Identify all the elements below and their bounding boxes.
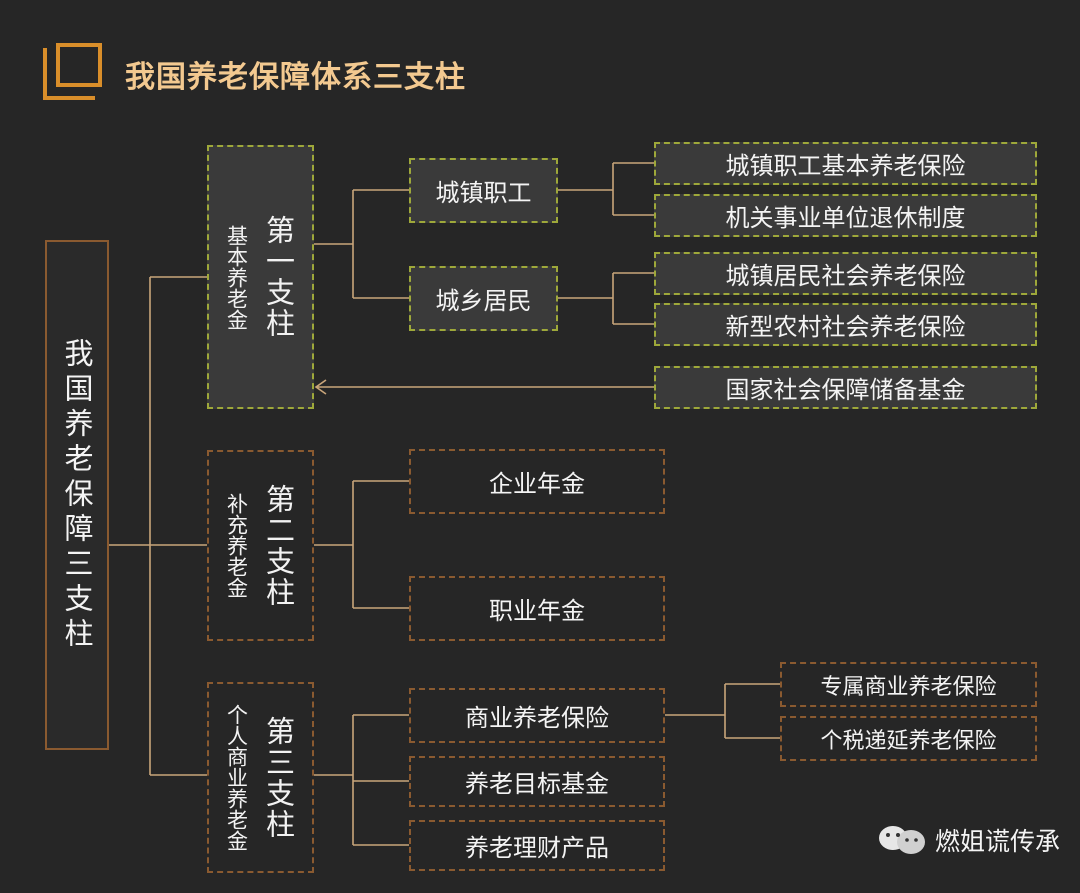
pillar1-item: 机关事业单位退休制度 — [654, 194, 1037, 237]
watermark: 燃姐谎传承 — [875, 822, 1060, 858]
pillar3-item: 商业养老保险 — [409, 688, 665, 743]
pillar3-item: 养老理财产品 — [409, 820, 665, 871]
pillar3-sub-item: 个税递延养老保险 — [780, 716, 1037, 761]
page-title: 我国养老保障体系三支柱 — [125, 60, 466, 95]
pillar2-item: 企业年金 — [409, 449, 665, 514]
pillar-3-name: 第三支柱 — [261, 715, 296, 840]
pillar-1-sub: 基本养老金 — [224, 224, 249, 330]
pillar2-item: 职业年金 — [409, 576, 665, 641]
pillar-2: 第二支柱 补充养老金 — [207, 450, 314, 641]
pillar-1: 第一支柱 基本养老金 — [207, 145, 314, 409]
pillar1-item: 新型农村社会养老保险 — [654, 303, 1037, 346]
pillar1-item: 城镇居民社会养老保险 — [654, 252, 1037, 295]
pillar-3: 第三支柱 个人商业养老金 — [207, 682, 314, 873]
wechat-icon — [879, 826, 925, 854]
group-urban-rural-residents: 城乡居民 — [409, 266, 558, 331]
pillar1-item: 城镇职工基本养老保险 — [654, 142, 1037, 185]
pillar3-sub-item: 专属商业养老保险 — [780, 662, 1037, 707]
watermark-text: 燃姐谎传承 — [935, 827, 1061, 856]
title-icon — [43, 43, 102, 100]
root-node: 我国养老保障三支柱 — [45, 240, 109, 750]
national-reserve-fund: 国家社会保障储备基金 — [654, 366, 1037, 409]
pillar3-item: 养老目标基金 — [409, 756, 665, 807]
pillar-2-sub: 补充养老金 — [224, 493, 249, 598]
group-urban-employees: 城镇职工 — [409, 158, 558, 223]
pillar-3-sub: 个人商业养老金 — [224, 704, 249, 851]
root-label: 我国养老保障三支柱 — [60, 337, 94, 653]
pillar-2-name: 第二支柱 — [261, 483, 296, 608]
pillar-1-name: 第一支柱 — [261, 215, 296, 339]
